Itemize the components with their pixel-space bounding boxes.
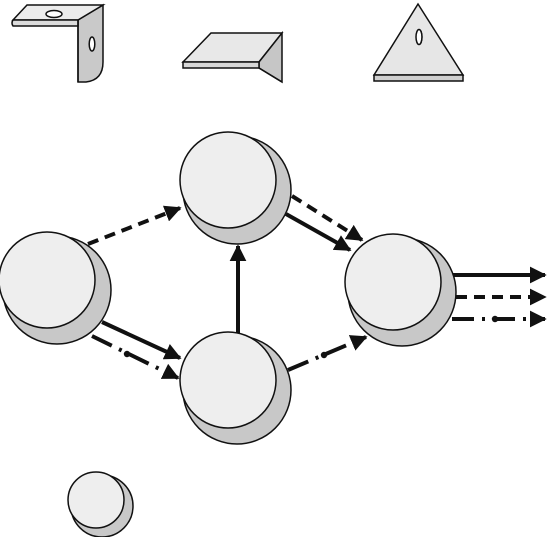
edge-left-top-dashed <box>88 208 180 244</box>
node-bottom <box>180 332 291 444</box>
node-legend <box>68 472 133 537</box>
part-wedge <box>183 33 282 82</box>
node-left <box>0 232 111 344</box>
edge-top-right-solid <box>286 214 350 250</box>
edge-left-bottom-dash-dot <box>92 336 178 378</box>
edge-bottom-right-dash-dot <box>288 337 366 370</box>
part-l-bracket <box>12 5 103 82</box>
node-top <box>180 132 291 244</box>
edge-top-right-dashed <box>292 196 362 240</box>
node-right <box>345 234 456 346</box>
part-triangle-gusset <box>374 4 463 81</box>
wedge-icon <box>183 33 282 82</box>
edge-left-bottom-solid <box>102 322 180 358</box>
edges <box>88 196 545 378</box>
triangle-gusset-icon <box>374 4 463 81</box>
l-bracket-icon <box>12 5 103 82</box>
